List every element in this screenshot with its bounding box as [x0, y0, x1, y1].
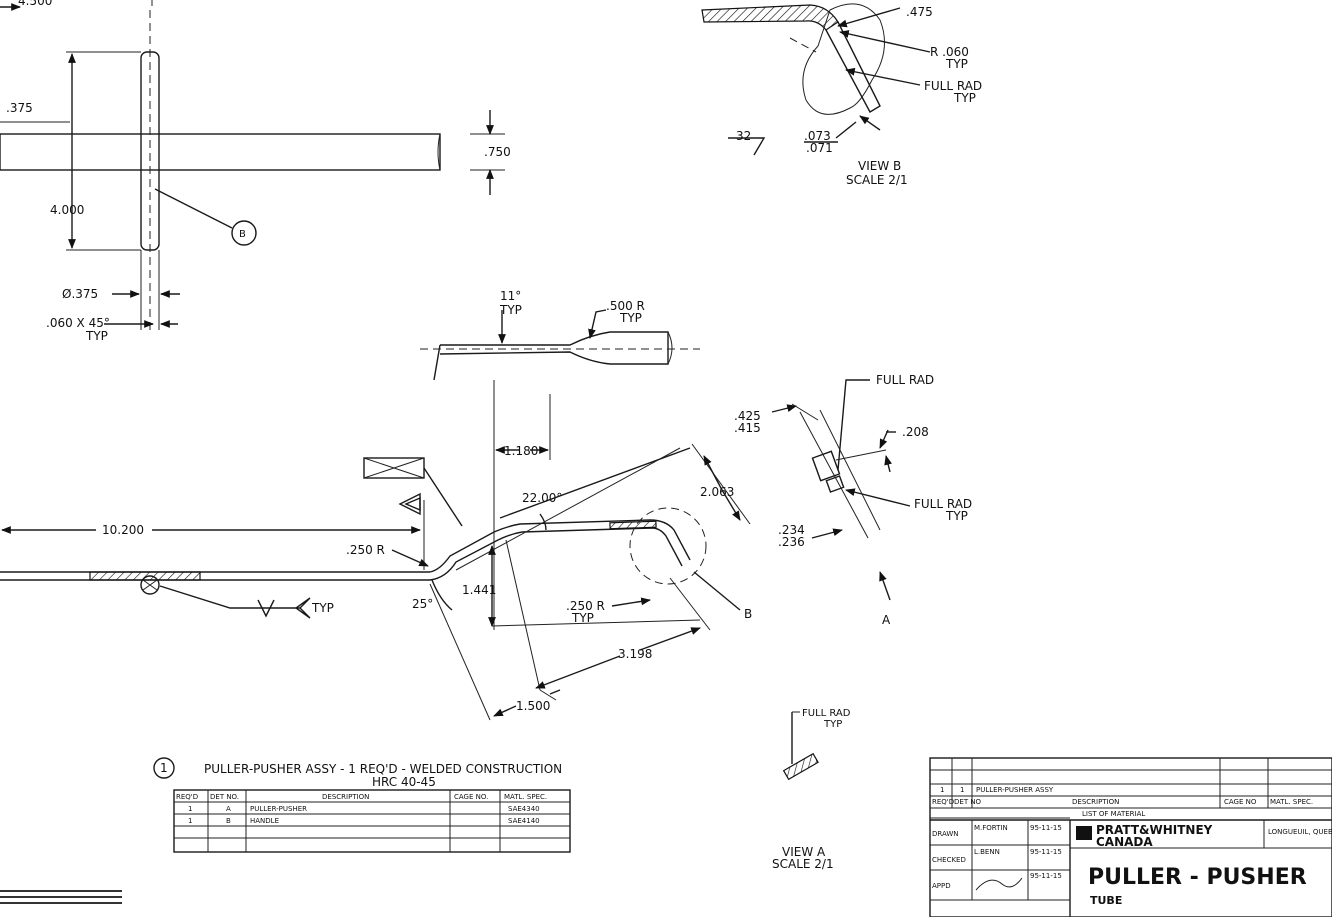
- r500: .500 R: [606, 299, 645, 313]
- dim-chamfer-typ: TYP: [85, 329, 108, 343]
- view-a-full-rad-small-typ: TYP: [823, 719, 842, 730]
- callout-b-label: B: [239, 229, 246, 240]
- assembly-balloon: 1: [160, 761, 168, 775]
- assembly-note: 1 PULLER-PUSHER ASSY - 1 REQ'D - WELDED …: [153, 757, 562, 789]
- angle-11-typ: TYP: [499, 303, 522, 317]
- tb-checked-date: 95-11-15: [1030, 848, 1062, 856]
- tb-h-det: DET NO: [954, 798, 982, 806]
- parts-r1-matl: SAE4340: [508, 805, 540, 813]
- main-view: 11° TYP .500 R TYP 1.180 TYP 10.200: [0, 289, 752, 721]
- parts-h-matl: MATL. SPEC.: [504, 793, 547, 801]
- tb-checked-label: CHECKED: [932, 856, 966, 864]
- view-b-r060: R .060: [930, 45, 969, 59]
- parts-table: REQ'D DET NO. DESCRIPTION CAGE NO. MATL.…: [173, 789, 571, 853]
- view-a-full-rad-typ2: TYP: [945, 509, 968, 523]
- view-a-full-rad-typ: FULL RAD: [914, 497, 972, 511]
- parts-h-det: DET NO.: [210, 793, 239, 801]
- view-b-full-rad-typ: TYP: [953, 91, 976, 105]
- parts-r2-matl: SAE4140: [508, 817, 540, 825]
- dim-2200: 22.00°: [522, 491, 562, 505]
- dim-4500: 4.500: [18, 0, 52, 8]
- tb-part-subtitle: TUBE: [1090, 894, 1122, 907]
- parts-h-desc: DESCRIPTION: [322, 793, 369, 801]
- parts-r1-reqd: 1: [188, 805, 192, 813]
- callout-b-balloon: [231, 220, 257, 246]
- tb-list-title: LIST OF MATERIAL: [1082, 810, 1145, 818]
- dim-2063: 2.063: [700, 485, 734, 499]
- parts-r2-det: B: [226, 817, 231, 825]
- dim-375-top: .375: [6, 101, 33, 115]
- view-a-arrow-label: A: [882, 613, 891, 627]
- tb-drawn-name: M.FORTIN: [974, 824, 1008, 832]
- dim-dia375: Ø.375: [62, 287, 98, 301]
- proprietary-notice: [0, 890, 122, 904]
- view-a-full-rad-top: FULL RAD: [876, 373, 934, 387]
- view-a-detail: FULL RAD .425 .415 .208 FULL RAD TYP .23…: [734, 373, 972, 871]
- tb-drawn-label: DRAWN: [932, 830, 959, 838]
- dim-10200: 10.200: [102, 523, 144, 537]
- view-a-dim-236: .236: [778, 535, 805, 549]
- angle-25: 25°: [412, 597, 433, 611]
- parts-r2-reqd: 1: [188, 817, 192, 825]
- r500-typ: TYP: [619, 311, 642, 325]
- tb-list-reqd: 1: [940, 786, 944, 794]
- view-a-full-rad-small: FULL RAD: [802, 708, 851, 719]
- tb-appd-date: 95-11-15: [1030, 872, 1062, 880]
- title-block: 1 1 PULLER-PUSHER ASSY REQ'D DET NO DESC…: [929, 757, 1332, 917]
- view-b-dim-073: .073: [804, 129, 831, 143]
- view-b-title: VIEW B: [858, 159, 901, 173]
- assembly-line1: PULLER-PUSHER ASSY - 1 REQ'D - WELDED CO…: [204, 762, 562, 776]
- top-left-view: 4.500 .375 .750 4.000 B Ø.375 .060 X 45°…: [0, 0, 511, 343]
- tb-part-title: PULLER - PUSHER: [1088, 865, 1307, 890]
- view-b-r060-typ: TYP: [945, 57, 968, 71]
- parts-r2-desc: HANDLE: [250, 817, 279, 825]
- tb-h-cage: CAGE NO: [1224, 798, 1257, 806]
- tb-appd-label: APPD: [932, 882, 951, 890]
- angle-11: 11°: [500, 289, 521, 303]
- parts-r1-det: A: [226, 805, 231, 813]
- dim-3198: 3.198: [618, 647, 652, 661]
- tb-list-det: 1: [960, 786, 964, 794]
- dim-1180: 1.180: [504, 444, 538, 458]
- parts-h-cage: CAGE NO.: [454, 793, 488, 801]
- tb-company-2: CANADA: [1096, 835, 1153, 849]
- dim-750: .750: [484, 145, 511, 159]
- r250b-typ: TYP: [571, 611, 594, 625]
- view-b-full-rad: FULL RAD: [924, 79, 982, 93]
- view-a-scale: SCALE 2/1: [772, 857, 834, 871]
- view-b-finish: 32: [736, 129, 751, 143]
- view-a-dim-208: .208: [902, 425, 929, 439]
- tb-company-1: PRATT&WHITNEY: [1096, 823, 1213, 837]
- view-b-dim-071: .071: [806, 141, 833, 155]
- dim-1441: 1.441: [462, 583, 496, 597]
- tb-h-reqd: REQ'D: [932, 798, 954, 806]
- dim-1500: 1.500: [516, 699, 550, 713]
- view-a-dim-234: .234: [778, 523, 805, 537]
- r250-label: .250 R: [346, 543, 385, 557]
- assembly-line2: HRC 40-45: [372, 775, 436, 789]
- view-b-dim-475: .475: [906, 5, 933, 19]
- parts-h-reqd: REQ'D: [176, 793, 198, 801]
- weld-typ: TYP: [311, 601, 334, 615]
- r250b-label: .250 R: [566, 599, 605, 613]
- callout-b-main: B: [744, 607, 752, 621]
- dim-chamfer: .060 X 45°: [46, 316, 110, 330]
- view-b-scale: SCALE 2/1: [846, 173, 908, 187]
- view-a-dim-415: .415: [734, 421, 761, 435]
- tb-checked-name: L.BENN: [974, 848, 1000, 856]
- tb-location: LONGUEUIL, QUEBEC, CANADA: [1268, 828, 1332, 836]
- tb-drawn-date: 95-11-15: [1030, 824, 1062, 832]
- view-b: .475 R .060 TYP FULL RAD TYP .073 .071 3…: [701, 3, 982, 187]
- view-a-title: VIEW A: [782, 845, 826, 859]
- tb-list-desc: PULLER-PUSHER ASSY: [976, 786, 1054, 794]
- tb-appd-signature: [975, 877, 1023, 891]
- tb-h-desc: DESCRIPTION: [1072, 798, 1119, 806]
- tube-body: [0, 133, 441, 171]
- tb-h-matl: MATL. SPEC.: [1270, 798, 1313, 806]
- company-logo-icon: [1076, 826, 1092, 840]
- view-a-dim-425: .425: [734, 409, 761, 423]
- dim-4000: 4.000: [50, 203, 84, 217]
- parts-r1-desc: PULLER-PUSHER: [250, 805, 307, 813]
